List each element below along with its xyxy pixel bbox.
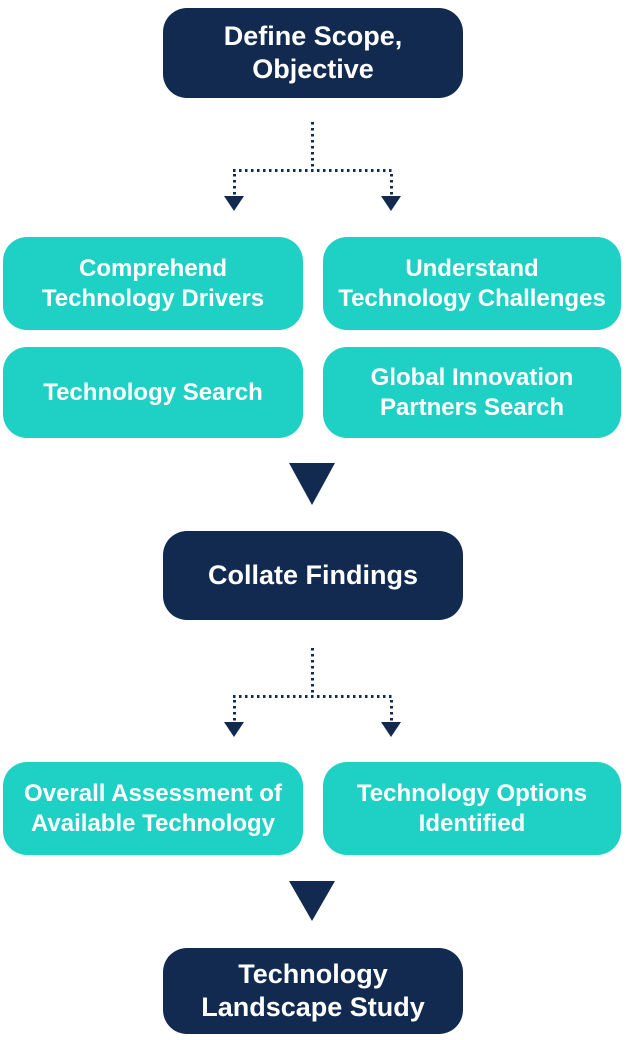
dotted-line-vertical-left [233, 174, 236, 196]
node-global-innovation-partners-search: Global Innovation Partners Search [323, 347, 621, 438]
node-label: Define Scope, Objective [223, 21, 403, 84]
dotted-line-vertical-left [233, 700, 236, 722]
node-label: Global Innovation Partners Search [370, 364, 574, 421]
node-technology-landscape-study: Technology Landscape Study [163, 948, 463, 1034]
arrowhead-down-icon [381, 196, 401, 211]
node-label: Technology Options Identified [356, 780, 588, 837]
dotted-line-vertical [311, 648, 314, 696]
down-arrow-icon [289, 463, 335, 505]
node-collate-findings: Collate Findings [163, 531, 463, 620]
node-label: Understand Technology Challenges [338, 255, 606, 312]
dotted-line-vertical-right [390, 700, 393, 722]
down-arrow-icon [289, 881, 335, 921]
node-understand-technology-challenges: Understand Technology Challenges [323, 237, 621, 330]
node-overall-assessment: Overall Assessment of Available Technolo… [3, 762, 303, 855]
node-label: Collate Findings [207, 560, 418, 591]
node-label: Overall Assessment of Available Technolo… [24, 780, 282, 837]
arrowhead-down-icon [381, 722, 401, 737]
node-comprehend-technology-drivers: Comprehend Technology Drivers [3, 237, 303, 330]
node-label: Comprehend Technology Drivers [41, 255, 265, 312]
dotted-line-vertical-right [390, 174, 393, 196]
dotted-line-horizontal [233, 169, 393, 172]
arrowhead-down-icon [224, 722, 244, 737]
dotted-line-horizontal [233, 695, 393, 698]
dotted-line-vertical [311, 122, 314, 170]
node-label: Technology Landscape Study [201, 959, 425, 1022]
node-technology-search: Technology Search [3, 347, 303, 438]
node-label: Technology Search [43, 378, 263, 406]
node-define-scope-objective: Define Scope, Objective [163, 8, 463, 98]
node-technology-options-identified: Technology Options Identified [323, 762, 621, 855]
arrowhead-down-icon [224, 196, 244, 211]
